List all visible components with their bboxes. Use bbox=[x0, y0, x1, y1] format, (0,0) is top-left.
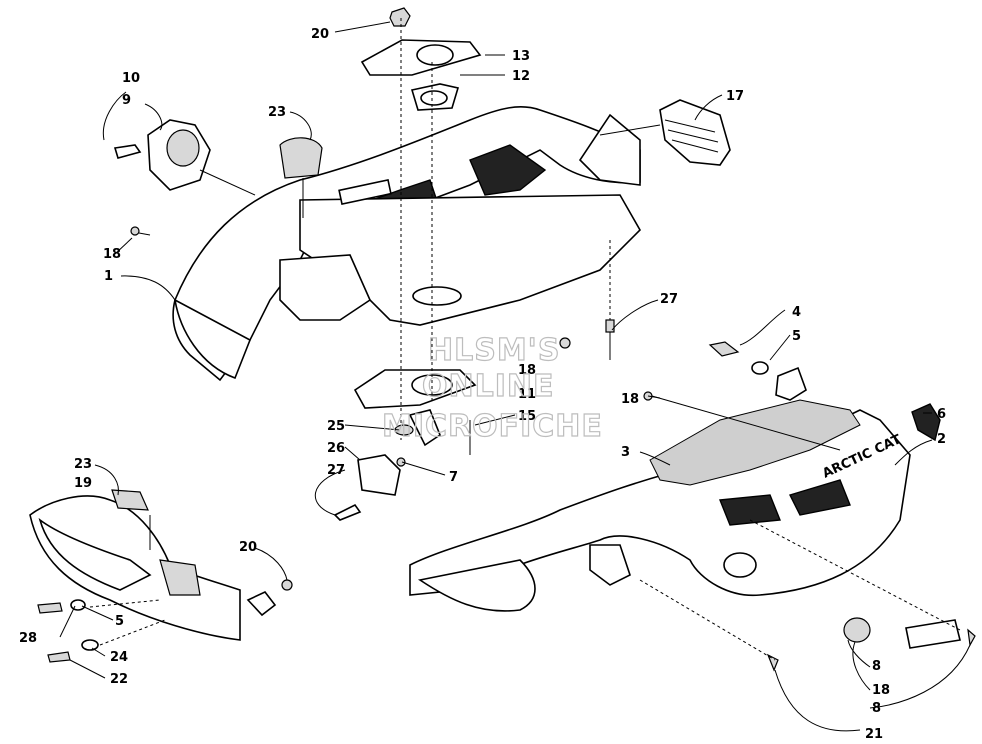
mounting-plate-12 bbox=[353, 369, 477, 409]
reflector-17 bbox=[843, 617, 871, 643]
callout-25: 25 bbox=[327, 419, 345, 434]
rivet-27-upper bbox=[605, 319, 615, 360]
decal-23-lower bbox=[111, 489, 151, 550]
callout-27-upper: 27 bbox=[660, 292, 678, 307]
callout-17: 18 bbox=[872, 683, 890, 698]
screw-18-left bbox=[130, 226, 151, 236]
screw-21 bbox=[766, 653, 779, 672]
cable-boot-10 bbox=[113, 119, 211, 191]
washer-5-left bbox=[70, 599, 86, 611]
washer-24 bbox=[81, 639, 99, 651]
bolt-4 bbox=[708, 341, 740, 357]
upper-belly-pan bbox=[172, 106, 641, 382]
leader-lines bbox=[59, 21, 971, 732]
callout-8: 8 bbox=[872, 659, 881, 674]
clip-right bbox=[775, 366, 807, 401]
callout-18-left: 18 bbox=[103, 247, 121, 262]
callout-labels: 10 9 18 1 20 13 12 23 17 27 18 11 15 4 5… bbox=[19, 27, 946, 742]
callout-19: 19 bbox=[74, 476, 92, 491]
callout-15: 15 bbox=[518, 409, 536, 424]
callout-16: 17 bbox=[726, 89, 744, 104]
callout-18-center: 18 bbox=[518, 363, 536, 378]
callout-23-top: 23 bbox=[268, 105, 286, 120]
handle-6 bbox=[911, 403, 941, 442]
callout-27-lower: 27 bbox=[327, 463, 345, 478]
bolt-28 bbox=[37, 602, 63, 614]
callout-14: 13 bbox=[512, 49, 530, 64]
lower-belly-pan bbox=[409, 399, 911, 612]
callout-5-left: 5 bbox=[115, 614, 124, 629]
callout-9: 8 bbox=[872, 701, 881, 716]
callout-7: 7 bbox=[449, 470, 458, 485]
callout-20-top: 20 bbox=[311, 27, 329, 42]
callout-12: 11 bbox=[518, 387, 536, 402]
screw-18-center bbox=[559, 337, 571, 349]
callout-26: 26 bbox=[327, 441, 345, 456]
callout-23-lower: 23 bbox=[74, 457, 92, 472]
callout-13: 12 bbox=[512, 69, 530, 84]
callout-4: 4 bbox=[792, 305, 801, 320]
decal-23-top bbox=[279, 137, 323, 218]
screw-9 bbox=[967, 628, 976, 647]
callout-22: 22 bbox=[110, 672, 128, 687]
callout-6: 6 bbox=[937, 407, 946, 422]
mounting-plate-14 bbox=[360, 39, 482, 76]
callout-2: 2 bbox=[937, 432, 946, 447]
callout-10: 9 bbox=[122, 93, 131, 108]
watermark-line-1: HLSM'S bbox=[428, 333, 560, 368]
watermark-line-2: ONLINE bbox=[422, 369, 555, 404]
callout-5-right: 5 bbox=[792, 329, 801, 344]
callout-11: 10 bbox=[122, 71, 140, 86]
nose-pan-19 bbox=[29, 495, 241, 641]
watermark: HLSM'S ONLINE MICROFICHE bbox=[381, 332, 603, 444]
bolt-22 bbox=[47, 651, 71, 663]
callout-3: 3 bbox=[621, 445, 630, 460]
nut-20-top bbox=[389, 7, 411, 27]
callout-21: 21 bbox=[865, 727, 883, 742]
watermark-line-3: MICROFICHE bbox=[382, 409, 603, 444]
plate-8 bbox=[905, 619, 961, 649]
callout-20-left: 20 bbox=[239, 540, 257, 555]
callout-24: 24 bbox=[110, 650, 128, 665]
washer-5-right bbox=[751, 361, 769, 375]
vent-16 bbox=[659, 99, 731, 166]
callout-1: 1 bbox=[104, 269, 113, 284]
clip-20-left bbox=[246, 579, 293, 617]
callout-28: 28 bbox=[19, 631, 37, 646]
callout-18-right: 18 bbox=[621, 392, 639, 407]
bracket-assembly bbox=[333, 409, 471, 521]
gasket-13 bbox=[410, 83, 460, 111]
